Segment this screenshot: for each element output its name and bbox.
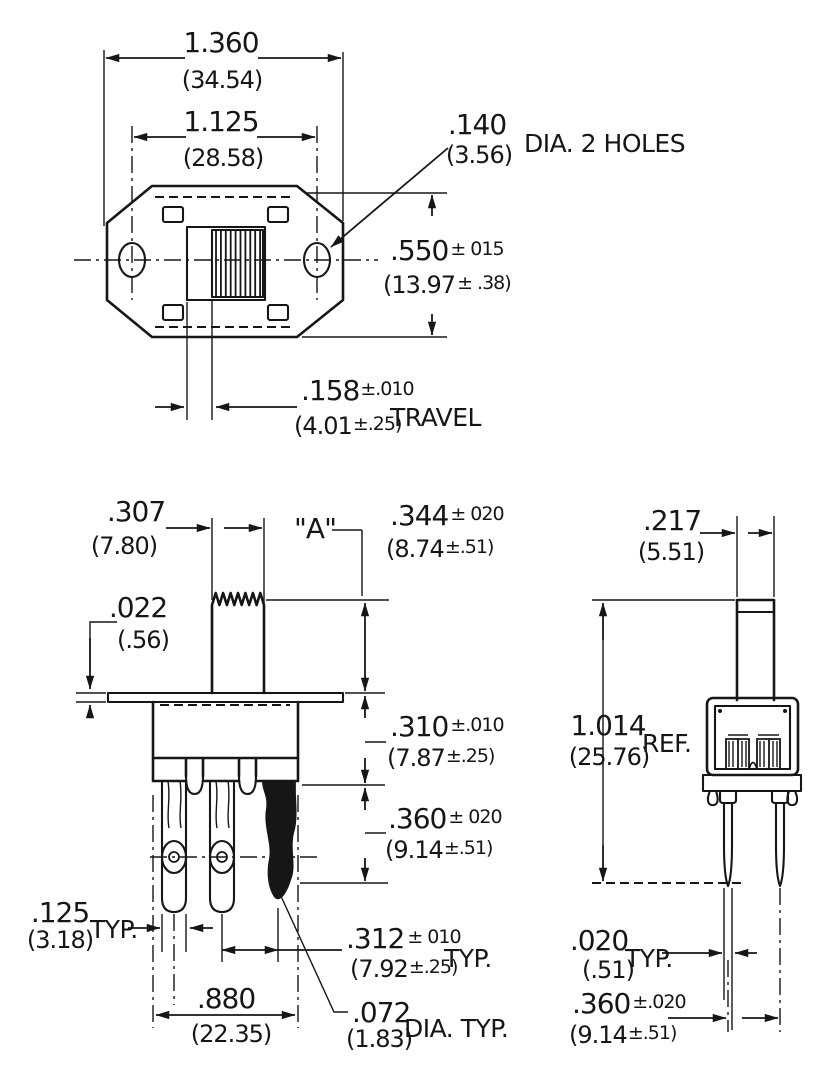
terminal-3 (262, 781, 297, 900)
dim-terminal-width: .125 (3.18) TYP. (27, 896, 213, 1005)
dim-body-height-front: .310±.010 (7.87±.25) (302, 692, 505, 786)
pin-2 (774, 803, 786, 888)
dim-body-width-front: .880 (22.35) (152, 795, 299, 1048)
dim-pin-thickness: .020 (.51) TYP. (570, 888, 757, 1030)
dim-terminal-spacing-mm: (7.92±.25) (350, 955, 457, 983)
dim-body-height-in: .550± 015 (390, 234, 504, 267)
slider-slot (185, 225, 267, 302)
dim-overall-height-in: 1.014 (570, 709, 645, 742)
dim-travel: .158±.010 (4.01±.25) TRAVEL (155, 299, 482, 440)
dim-travel-in: .158±.010 (301, 374, 414, 407)
dim-actuator-width-mm: (7.80) (91, 532, 157, 560)
dim-travel-mm: (4.01±.25) (294, 412, 401, 440)
dim-overall-width-in: 1.360 (183, 26, 258, 59)
dim-actuator-width-in: .307 (107, 495, 165, 528)
dim-terminal-spacing-note: TYP. (443, 944, 492, 973)
dim-terminal-hole-diameter: .072 (1.83) DIA. TYP. (279, 893, 509, 1053)
dim-terminal-spacing: .312± 010 (7.92±.25) TYP. (221, 908, 492, 983)
dim-body-height-front-in: .310±.010 (390, 710, 504, 743)
dim-overall-width: 1.360 (34.54) (103, 26, 344, 226)
side-view: .217 (5.51) 1.014 (25.76) REF. .020 (.51… (569, 504, 803, 1049)
front-view: .307 (7.80) "A" .344± 020 (8.74±.51) .31… (27, 495, 509, 1053)
dim-actuator-depth: .217 (5.51) (638, 504, 775, 597)
dim-pin-thickness-mm: (.51) (582, 956, 634, 984)
base-plate-side (701, 773, 803, 793)
dim-hole-diameter-in: .140 (448, 108, 506, 141)
dim-terminal-width-in: .125 (31, 896, 89, 929)
terminal-1 (160, 780, 188, 914)
dim-travel-note: TRAVEL (389, 403, 482, 432)
switch-body-side (701, 696, 803, 807)
slider-knob-top[interactable] (210, 228, 265, 299)
dim-pin-thickness-note: TYP. (624, 944, 673, 973)
dim-actuator-height-in: .344± 020 (390, 499, 504, 532)
actuator-front[interactable] (210, 591, 266, 695)
dim-pin-thickness-in: .020 (570, 924, 628, 957)
terminal-2 (208, 780, 236, 914)
cover-tabs (161, 205, 290, 322)
dim-hole-diameter: .140 (3.56) DIA. 2 HOLES (330, 108, 686, 248)
dim-plate-thickness: .022 (.56) (76, 591, 170, 719)
dim-body-height-topview: .550± 015 (13.97± .38) (302, 192, 512, 338)
top-view-outline (105, 184, 345, 339)
dim-pin-spacing-mm: (9.14±.51) (569, 1021, 676, 1049)
pin-1 (722, 803, 734, 888)
dim-actuator-height: "A" .344± 020 (8.74±.51) (266, 499, 505, 692)
dim-terminal-width-note: TYP. (89, 915, 138, 944)
dim-body-height-front-mm: (7.87±.25) (387, 744, 494, 772)
dim-actuator-depth-in: .217 (643, 504, 701, 537)
top-view: 1.360 (34.54) 1.125 (28.58) .140 (3.56) … (74, 26, 686, 440)
dim-pin-spacing-in: .360±.020 (572, 987, 686, 1020)
dim-pin-spacing: .360±.020 (9.14±.51) (569, 888, 781, 1049)
mounting-plate (106, 691, 345, 704)
dim-actuator-height-mm: (8.74±.51) (386, 535, 493, 563)
dim-hole-spacing: 1.125 (28.58) (133, 105, 316, 172)
dim-overall-width-mm: (34.54) (182, 66, 262, 94)
dim-overall-height-mm: (25.76) (569, 743, 649, 771)
dim-hole-spacing-mm: (28.58) (183, 144, 263, 172)
dim-terminal-hole-diameter-mm: (1.83) (346, 1025, 412, 1053)
dim-actuator-width: .307 (7.80) (91, 495, 265, 603)
dim-plate-thickness-mm: (.56) (117, 626, 169, 654)
dim-hole-diameter-note: DIA. 2 HOLES (524, 129, 685, 158)
dim-terminal-width-mm: (3.18) (27, 926, 93, 954)
dim-body-height-mm: (13.97± .38) (383, 271, 511, 299)
dim-terminal-length: .360± 020 (9.14±.51) (300, 787, 503, 884)
actuator-side[interactable] (735, 598, 776, 702)
dim-hole-spacing-in: 1.125 (183, 105, 258, 138)
dim-body-width-front-in: .880 (197, 982, 255, 1015)
dim-plate-thickness-in: .022 (109, 591, 167, 624)
dim-terminal-hole-diameter-note: DIA. TYP. (404, 1014, 508, 1043)
dim-actuator-depth-mm: (5.51) (638, 538, 704, 566)
dim-overall-height-note: REF. (642, 729, 691, 758)
dim-terminal-length-mm: (9.14±.51) (385, 836, 492, 864)
dim-a-label: "A" (294, 512, 336, 545)
dim-terminal-length-in: .360± 020 (388, 802, 502, 835)
dim-terminal-hole-diameter-in: .072 (352, 996, 410, 1029)
dim-body-width-front-mm: (22.35) (191, 1020, 271, 1048)
dim-overall-height: 1.014 (25.76) REF. (569, 599, 742, 884)
dim-hole-diameter-mm: (3.56) (446, 141, 512, 169)
switch-body-front (151, 700, 300, 796)
dim-terminal-spacing-in: .312± 010 (346, 922, 461, 955)
